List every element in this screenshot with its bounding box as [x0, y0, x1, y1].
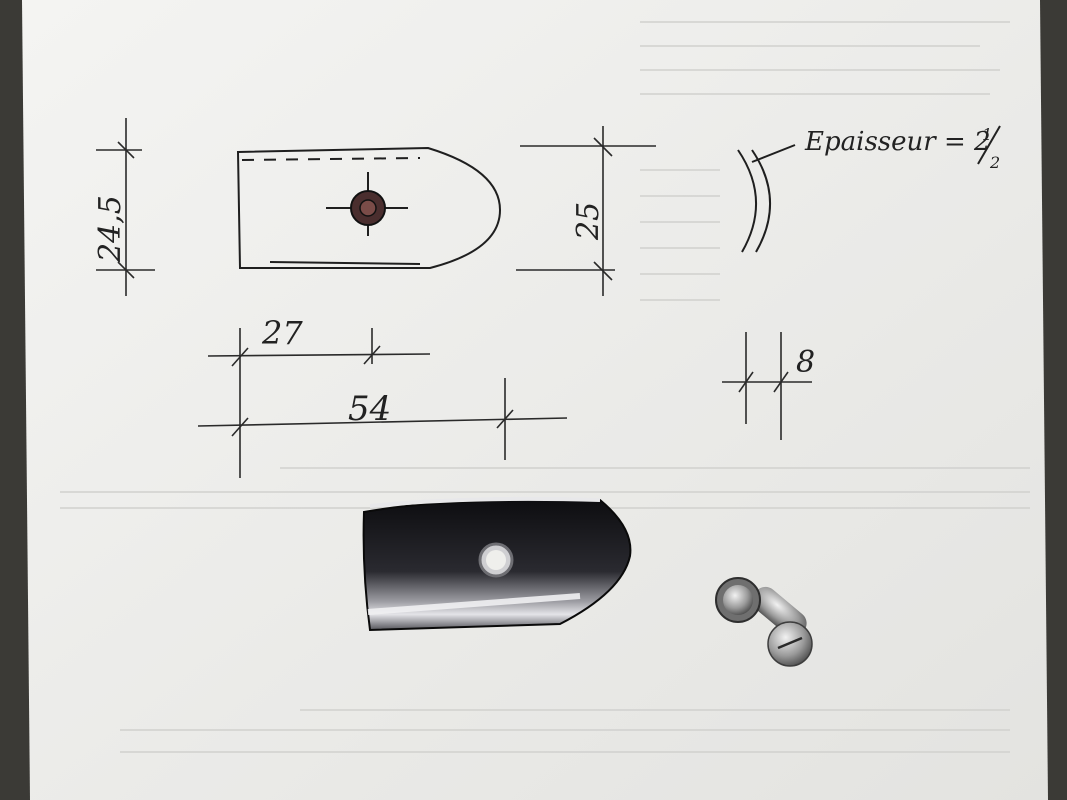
screw-part	[715, 577, 813, 667]
dim-length-lines	[197, 378, 568, 460]
plate-hole-inner	[359, 199, 377, 217]
thickness-label: Epaisseur = 2	[804, 127, 991, 157]
thickness-fraction-num: 1	[982, 125, 992, 144]
dim-width-label: 8	[796, 345, 815, 380]
side-profile-drawing	[737, 144, 796, 253]
dim-height-right-label: 25	[571, 202, 606, 241]
dim-width-lines	[722, 332, 812, 440]
dim-height-right-lines	[516, 126, 656, 296]
paper-sheet	[22, 0, 1048, 800]
dim-height-left-lines	[96, 118, 155, 296]
thickness-fraction-bar	[977, 125, 1001, 165]
dim-hole-offset-lines	[207, 328, 431, 478]
chrome-bracket-part	[362, 496, 632, 632]
dim-height-left-label: 24,5	[93, 195, 128, 263]
thickness-fraction-den: 2	[989, 153, 1000, 172]
dim-hole-offset-label: 27	[261, 314, 303, 352]
dim-length-label: 54	[348, 389, 391, 429]
